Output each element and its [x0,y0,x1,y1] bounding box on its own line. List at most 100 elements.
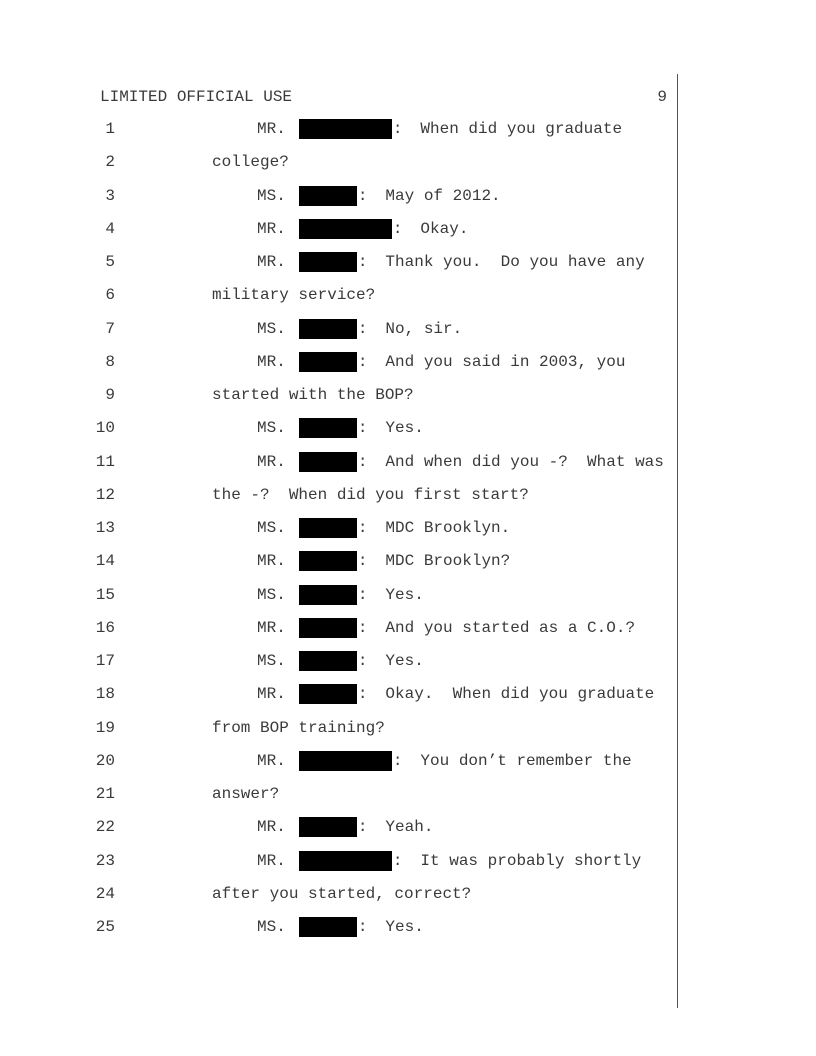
spoken-text: You don’t remember the [420,751,632,770]
speaker-turn: MR.:Okay. When did you graduate [257,684,654,705]
redaction-box [298,617,357,638]
colon: : [357,585,368,604]
line-number: 5 [105,253,115,271]
speaker-title: MS. [257,419,286,438]
speaker-title: MS. [257,519,286,537]
spoken-text: When did you graduate [420,120,623,138]
redaction-box [298,850,392,871]
colon: : [357,319,368,338]
transcript-line: 18 MR.:Okay. When did you graduate [0,684,677,705]
speaker-title: MR. [257,219,286,238]
colon: : [357,918,368,936]
redaction-box [298,185,357,206]
speaker-turn: MR.:Thank you. Do you have any [257,252,645,272]
line-number: 24 [95,884,115,903]
spoken-text: Yeah. [385,818,434,837]
classification-header: LIMITED OFFICIAL USE [100,88,293,106]
redaction-box [298,351,357,372]
spoken-text: It was probably shortly [420,851,642,870]
transcript-line: 3 MS.: May of 2012. [0,185,677,206]
colon: : [392,851,403,870]
speaker-title: MR. [257,685,286,704]
colon: : [357,186,368,205]
redaction-box [298,518,357,538]
spoken-text: Okay. [420,219,469,238]
line-number: 2 [105,153,115,172]
speaker-turn: MS.: Yes. [257,651,424,671]
speaker-turn: MR.: Yeah. [257,817,434,838]
colon: : [392,219,403,238]
line-number: 14 [95,552,115,571]
line-number: 10 [95,419,115,438]
redaction-box [298,651,357,671]
speaker-title: MS. [257,186,286,205]
redaction-box [298,451,357,472]
speaker-turn: MR.:And you started as a C.O.? [257,617,635,638]
speaker-turn: MS.:No, sir. [257,318,462,339]
speaker-turn: MS.:Yes. [257,584,424,605]
speaker-title: MR. [257,751,286,770]
redaction-box [298,817,357,838]
spoken-text: MDC Brooklyn? [385,552,511,571]
colon: : [357,652,368,670]
transcript-line: 4 MR.: Okay. [0,218,677,239]
margin-rule [677,74,678,1008]
line-number: 18 [95,685,115,704]
speaker-title: MS. [257,319,286,338]
spoken-text: MDC Brooklyn. [385,519,511,537]
speaker-title: MR. [257,552,286,571]
spoken-text: May of 2012. [385,186,501,205]
colon: : [357,818,368,837]
speaker-title: MR. [257,618,286,637]
line-number: 15 [95,585,115,604]
line-number: 19 [95,718,115,737]
continuation-text: military service? [212,286,376,305]
speaker-turn: MR.:When did you graduate [257,119,622,139]
redaction-box [298,917,357,937]
redaction-box [298,252,357,272]
continuation-text: answer? [212,785,280,803]
transcript-line: 14 MR.: MDC Brooklyn? [0,551,677,572]
speaker-turn: MR.: Okay. [257,218,469,239]
speaker-title: MR. [257,253,286,271]
line-number: 4 [105,219,115,238]
spoken-text: Yes. [385,419,424,438]
redaction-box [298,750,392,771]
line-number: 20 [95,751,115,770]
line-number: 11 [95,452,115,471]
speaker-turn: MS.:MDC Brooklyn. [257,518,510,538]
spoken-text: Yes. [385,652,424,670]
colon: : [357,552,368,571]
line-number: 3 [105,186,115,205]
speaker-turn: MR.: MDC Brooklyn? [257,551,511,572]
colon: : [357,352,368,371]
speaker-title: MS. [257,652,286,670]
speaker-title: MR. [257,452,286,471]
redaction-box [298,218,392,239]
speaker-title: MS. [257,585,286,604]
spoken-text: Yes. [385,918,424,936]
transcript-line: 5 MR.:Thank you. Do you have any [0,252,677,272]
line-number: 13 [95,519,115,537]
transcript-line: 10 MS.:Yes. [0,418,677,439]
spoken-text: And when did you -? What was [385,452,664,471]
speaker-turn: MS.:Yes. [257,418,424,439]
speaker-title: MR. [257,818,286,837]
redaction-box [298,684,357,705]
transcript-line: 15 MS.:Yes. [0,584,677,605]
colon: : [392,120,403,138]
speaker-title: MR. [257,851,286,870]
